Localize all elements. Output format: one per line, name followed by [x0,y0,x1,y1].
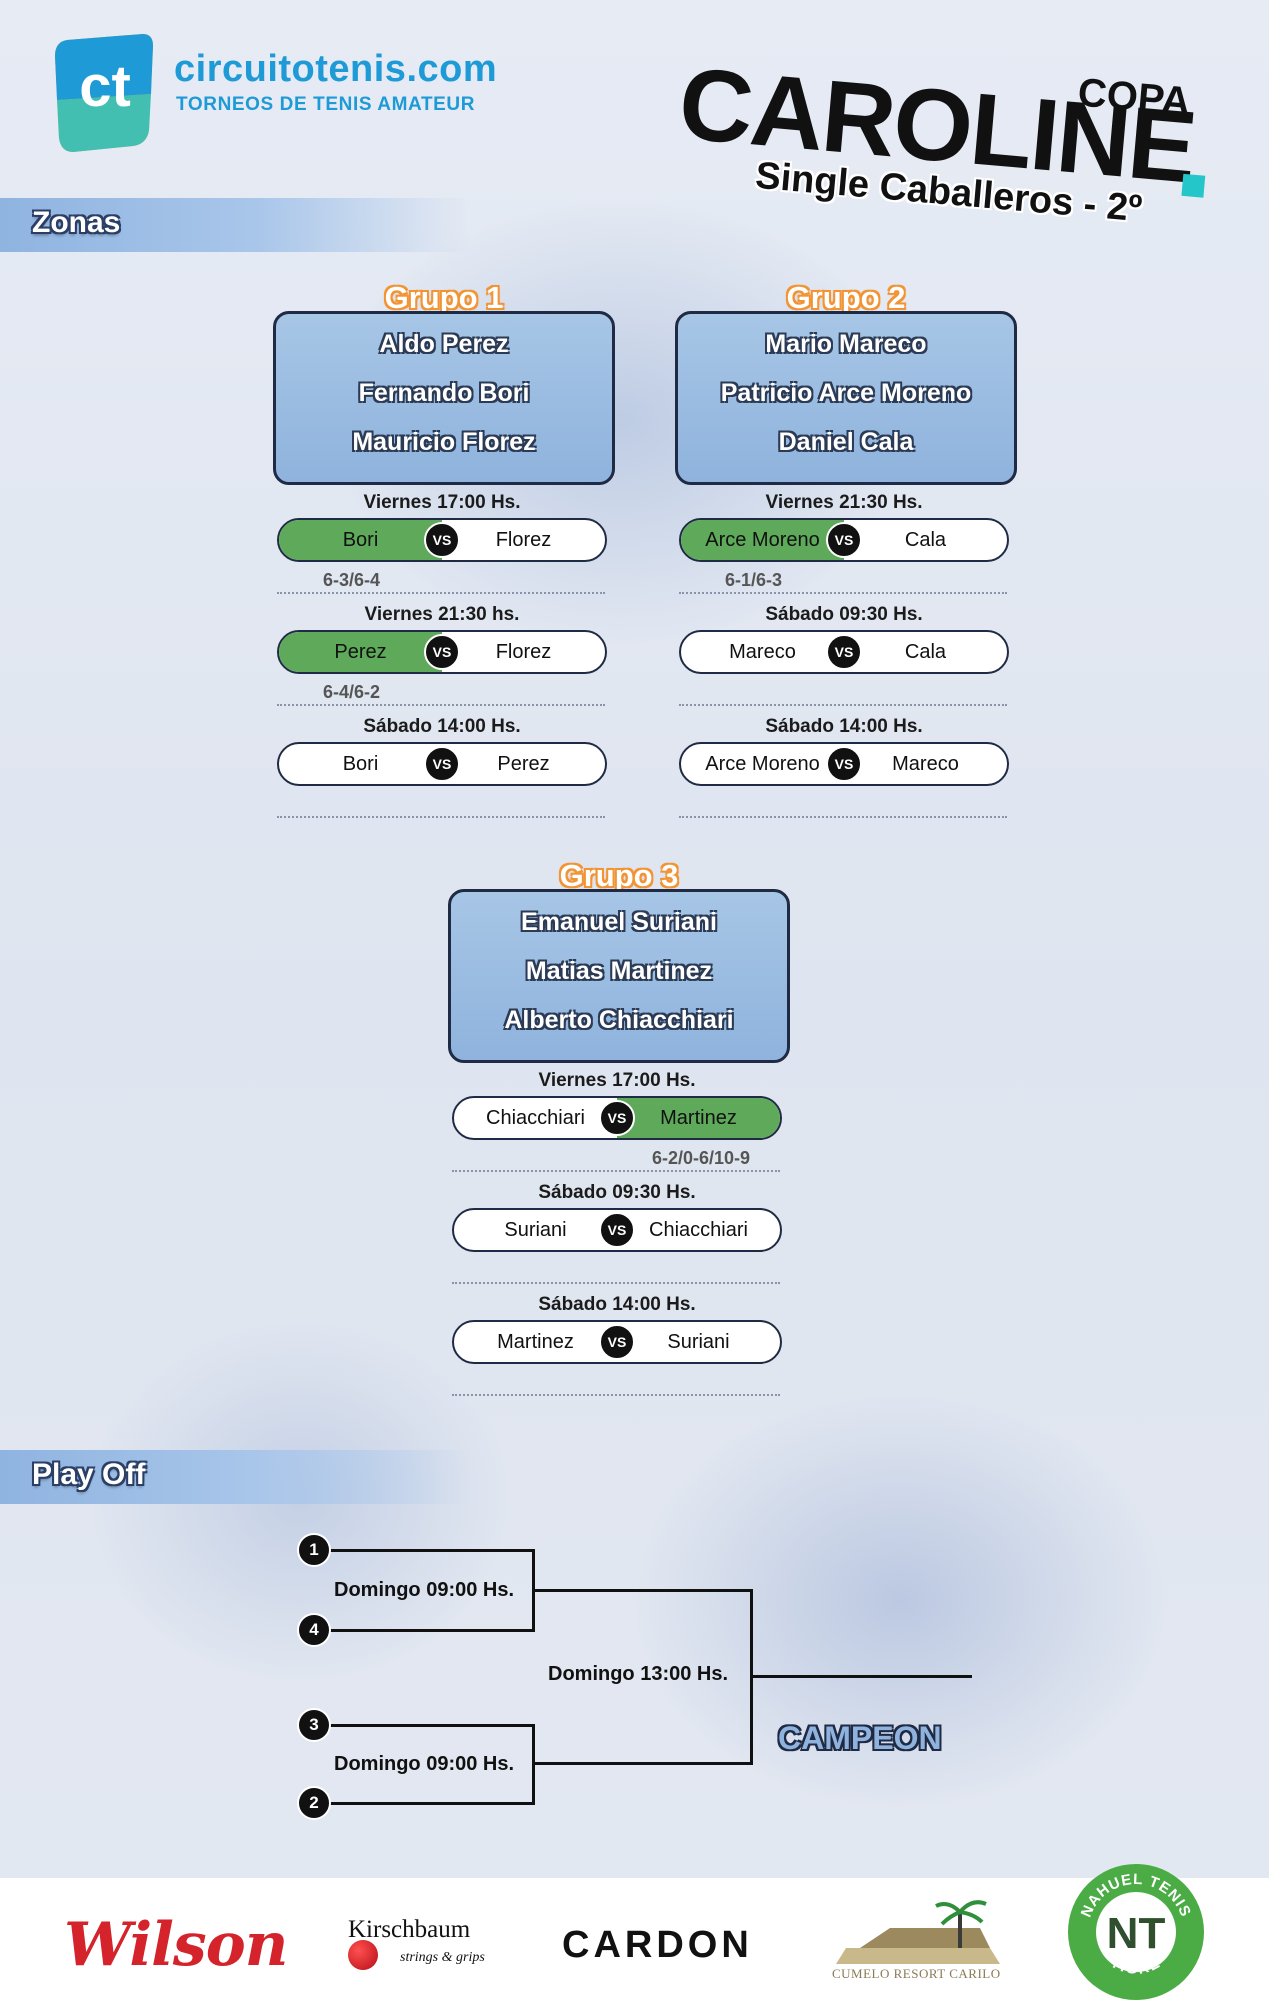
match-divider [679,816,1007,818]
match-player-right: Florez [495,640,552,663]
site-name[interactable]: circuitotenis.com [174,48,498,90]
sponsor-cumelo[interactable]: CUMELO RESORT CARILO [832,1966,1001,1981]
match-divider [277,592,605,594]
sponsor-kirschbaum[interactable]: Kirschbaum [348,1916,471,1943]
vs-badge: VS [424,634,460,670]
group-player: Alberto Chiacchiari [504,1006,734,1034]
sponsor-kirschbaum-sub: strings & grips [400,1950,485,1965]
match-player-left: Mareco [729,640,796,663]
match-player-right: Cala [904,528,947,551]
match-time: Viernes 21:30 Hs. [765,492,923,513]
vs-badge: VS [599,1324,635,1360]
group-player: Patricio Arce Moreno [720,379,972,407]
circuitotenis-logo-icon: ct [55,34,153,152]
group-title: Grupo 2 [786,280,906,315]
match-time: Viernes 17:00 Hs. [363,492,521,513]
sponsor-wilson[interactable]: Wilson [64,1910,288,1980]
vs-badge: VS [826,522,862,558]
vs-badge: VS [826,634,862,670]
match-player-right: Suriani [667,1330,730,1353]
match-player-right: Chiacchiari [649,1218,748,1241]
match-divider [277,704,605,706]
match-time: Sábado 09:30 Hs. [538,1182,696,1203]
match-player-left: Arce Moreno [705,752,820,775]
champion-label: CAMPEON [778,1720,942,1756]
group-player: Matias Martinez [525,957,713,985]
match-player-right: Martinez [617,1098,780,1138]
seed-badge: 3 [297,1708,331,1742]
match-score: 6-2/0-6/10-9 [652,1148,751,1168]
group-player: Mario Mareco [765,330,927,358]
semifinal-1-time: Domingo 09:00 Hs. [334,1579,515,1601]
section-playoff: Play Off [0,1450,470,1504]
section-zonas-label: Zonas [32,206,121,239]
sponsors-bar [0,1878,1269,2007]
bracket-line [750,1675,972,1678]
match-divider [452,1170,780,1172]
bracket-line [532,1762,752,1765]
group-title: Grupo 3 [559,858,679,893]
match-player-left: Bori [279,520,442,560]
match-time: Sábado 09:30 Hs. [765,604,923,625]
match-divider [679,704,1007,706]
group-title: Grupo 1 [384,280,504,315]
group-player: Mauricio Florez [352,428,536,456]
nahuel-mark: NT [1107,1909,1166,1958]
match-time: Sábado 14:00 Hs. [538,1294,696,1315]
section-playoff-label: Play Off [32,1458,146,1491]
match-time: Sábado 14:00 Hs. [363,716,521,737]
match-player-left: Martinez [497,1330,574,1353]
match-player-right: Florez [495,528,552,551]
match-divider [277,816,605,818]
match-time: Sábado 14:00 Hs. [765,716,923,737]
seed-badge: 1 [297,1533,331,1567]
match-player-left: Bori [342,752,379,775]
vs-badge: VS [599,1212,635,1248]
match-player-right: Cala [904,640,947,663]
nahuel-tenis-logo-icon[interactable]: NAHUEL TENIS NT TIGRE [1066,1862,1206,2002]
match-divider [452,1282,780,1284]
bracket-line [314,1549,534,1552]
final-time: Domingo 13:00 Hs. [548,1663,729,1685]
match-time: Viernes 21:30 hs. [364,604,520,625]
match-player-left: Arce Moreno [681,520,844,560]
match-player-left: Chiacchiari [486,1106,585,1129]
tennis-ball-icon [348,1940,378,1970]
seed-badge: 4 [297,1613,331,1647]
match-player-left: Suriani [504,1218,567,1241]
match-divider [679,592,1007,594]
seed-badge: 2 [297,1786,331,1820]
bracket-line [314,1802,534,1805]
match-player-left: Perez [279,632,442,672]
semifinal-2-time: Domingo 09:00 Hs. [334,1753,515,1775]
match-score: 6-1/6-3 [725,570,783,590]
match-player-right: Mareco [892,752,959,775]
vs-badge: VS [599,1100,635,1136]
vs-badge: VS [424,746,460,782]
match-score: 6-3/6-4 [323,570,381,590]
section-zonas: Zonas [0,198,470,252]
logo-letters: ct [79,54,131,119]
match-score: 6-4/6-2 [323,682,381,702]
site-tagline: TORNEOS DE TENIS AMATEUR [176,94,476,115]
group-player: Aldo Perez [379,330,509,358]
bracket-line [532,1589,752,1592]
group-player: Fernando Bori [358,379,530,407]
group-player: Emanuel Suriani [521,908,717,936]
sponsor-cardon[interactable]: CARDON [562,1924,753,1966]
match-time: Viernes 17:00 Hs. [538,1070,696,1091]
bracket-line [314,1724,534,1727]
group-player: Daniel Cala [778,428,914,456]
match-divider [452,1394,780,1396]
vs-badge: VS [826,746,862,782]
bracket-line [314,1629,534,1632]
vs-badge: VS [424,522,460,558]
palm-tree-icon [836,1900,1000,1964]
match-player-right: Perez [497,752,550,775]
title-dot [1181,173,1206,198]
